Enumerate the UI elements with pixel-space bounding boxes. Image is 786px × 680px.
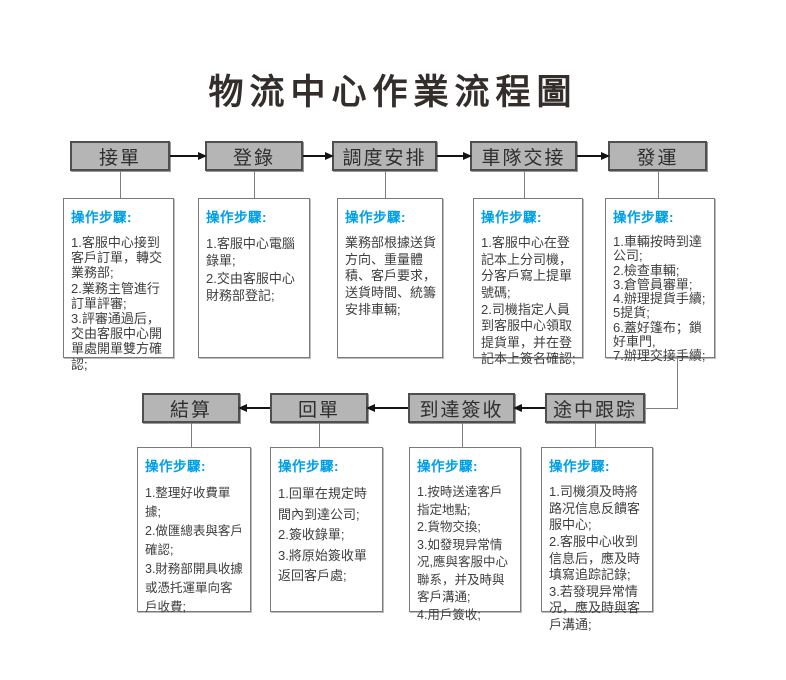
step-item: 1.車輛按時到達公司; bbox=[613, 234, 702, 264]
step-item: 業務部根據送貨方向、重量體積、客戶要求，送貨時間、統籌安排車輛; bbox=[345, 235, 437, 317]
steps-heading: 操作步驟: bbox=[278, 459, 339, 474]
detail-dispatch: 操作步驟: 業務部根據送貨方向、重量體積、客戶要求，送貨時間、統籌安排車輛; bbox=[337, 198, 443, 358]
step-item: 3.倉管員審單; bbox=[613, 276, 693, 292]
step-item: 1.客服中心接到客戶訂單，轉交業務部; bbox=[71, 235, 163, 281]
step-item: 2.貨物交換; bbox=[417, 520, 481, 534]
detail-arrival-sign: 操作步驟: 1.按時送達客戶指定地點; 2.貨物交換; 3.如發現异常情况,應與客服… bbox=[409, 447, 521, 622]
detail-ship: 操作步驟: 1.車輛按時到達公司;2.檢查車輛;3.倉管員審單;4.辦理提貨手續… bbox=[605, 198, 715, 363]
flow-step-receive-order: 接單 bbox=[70, 141, 170, 171]
step-item: 6.蓋好篷布；鎖好車門, bbox=[613, 319, 702, 350]
step-item: 3.將原始簽收單返回客戶處; bbox=[278, 547, 367, 584]
connector-line bbox=[319, 423, 320, 447]
arrow-left-icon bbox=[513, 404, 545, 412]
steps-heading: 操作步驟: bbox=[613, 210, 674, 225]
steps-list: 1.按時送達客戶指定地點; 2.貨物交換; 3.如發現异常情况,應與客服中心聯系，并… bbox=[417, 484, 514, 624]
step-item: 2.簽收錄單; bbox=[278, 527, 345, 543]
step-item: 3.若發現异常情况，應及時與客戶溝通; bbox=[549, 583, 641, 632]
step-item: 1.客服中心在登記本上分司機，分客戶寫上提單號碼; bbox=[481, 235, 573, 300]
step-item: 3.評審通過后，交由客服中心開單處開單雙方確認; bbox=[71, 311, 163, 372]
page-title: 物流中心作業流程圖 bbox=[208, 73, 578, 112]
connector-line bbox=[254, 171, 255, 198]
detail-in-transit-tracking: 操作步驟: 1.司機須及時將路况信息反饋客服中心;2.客服中心收到信息后，應及時… bbox=[541, 447, 653, 632]
detail-return-receipt: 操作步驟: 1.回單在規定時間內到達公司; 2.簽收錄單; 3.將原始簽收單返回客戶… bbox=[270, 447, 383, 612]
step-item: 1.客服中心電腦錄單; bbox=[206, 236, 295, 269]
step-item: 3.財務部開具收據或憑托運單向客戶收費; bbox=[145, 562, 243, 614]
step-item: 2.司機指定人員到客服中心領取提貨單，并在登記本上簽名確認; bbox=[481, 301, 576, 367]
connector-line bbox=[191, 423, 192, 447]
step-item: 2.客服中心收到信息后，應及時填寫追踪記錄; bbox=[549, 533, 641, 583]
flow-step-arrival-sign: 到達簽收 bbox=[408, 393, 515, 423]
step-item: 3.如發現异常情况,應與客服中心聯系，并及時與客戶溝通; bbox=[417, 537, 508, 605]
steps-heading: 操作步驟: bbox=[549, 459, 610, 474]
flow-step-ship: 發運 bbox=[608, 141, 707, 171]
connector-line bbox=[120, 171, 121, 198]
step-item: 4.辦理提貨手續; bbox=[613, 291, 706, 307]
steps-heading: 操作步驟: bbox=[206, 210, 267, 225]
step-item: 2.檢查車輛; bbox=[613, 262, 680, 278]
step-item: 4.用戶簽收; bbox=[417, 607, 481, 622]
connector-line bbox=[385, 171, 386, 198]
step-item: 1.整理好收費單據; bbox=[145, 486, 231, 519]
flow-step-dispatch: 調度安排 bbox=[332, 141, 437, 171]
detail-settlement: 操作步驟: 1.整理好收費單據; 2.做匯總表與客戶確認; 3.財務部開具收據或憑托… bbox=[137, 447, 251, 614]
steps-heading: 操作步驟: bbox=[481, 210, 542, 225]
steps-list: 1.回單在規定時間內到達公司; 2.簽收錄單; 3.將原始簽收單返回客戶處; bbox=[278, 484, 376, 587]
arrow-left-icon bbox=[238, 404, 270, 412]
connector-line bbox=[595, 423, 596, 447]
steps-heading: 操作步驟: bbox=[71, 210, 132, 225]
steps-list: 1.客服中心接到客戶訂單，轉交業務部;2.業務主管進行訂單評審;3.評審通過后，… bbox=[71, 235, 167, 372]
detail-fleet-handover: 操作步驟: 1.客服中心在登記本上分司機，分客戶寫上提單號碼;2.司機指定人員到… bbox=[473, 198, 583, 366]
steps-list: 1.車輛按時到達公司;2.檢查車輛;3.倉管員審單;4.辦理提貨手續;5提貨;6… bbox=[613, 234, 708, 364]
connector-line bbox=[658, 171, 659, 198]
flow-step-settlement: 結算 bbox=[142, 393, 240, 423]
step-item: 1.司機須及時將路况信息反饋客服中心; bbox=[549, 484, 641, 533]
steps-heading: 操作步驟: bbox=[417, 459, 478, 474]
connector-line bbox=[645, 408, 678, 409]
connector-line bbox=[677, 358, 678, 408]
detail-register: 操作步驟: 1.客服中心電腦錄單;2.交由客服中心財務部登記; bbox=[198, 198, 310, 358]
flow-step-fleet-handover: 車隊交接 bbox=[470, 141, 577, 171]
steps-list: 1.客服中心在登記本上分司機，分客戶寫上提單號碼;2.司機指定人員到客服中心領取… bbox=[481, 235, 576, 368]
step-item: 2.業務主管進行訂單評審; bbox=[71, 280, 160, 311]
arrow-right-icon bbox=[577, 152, 610, 160]
steps-list: 業務部根據送貨方向、重量體積、客戶要求，送貨時間、統籌安排車輛; bbox=[345, 235, 436, 318]
steps-heading: 操作步驟: bbox=[145, 459, 206, 474]
steps-heading: 操作步驟: bbox=[345, 210, 406, 225]
steps-list: 1.司機須及時將路况信息反饋客服中心;2.客服中心收到信息后，應及時填寫追踪記錄… bbox=[549, 484, 646, 634]
flow-step-return-receipt: 回單 bbox=[270, 393, 368, 423]
steps-list: 1.整理好收費單據; 2.做匯總表與客戶確認; 3.財務部開具收據或憑托運單向客戶收… bbox=[145, 484, 244, 617]
steps-list: 1.客服中心電腦錄單;2.交由客服中心財務部登記; bbox=[206, 235, 303, 304]
connector-line bbox=[524, 171, 525, 198]
step-item: 1.回單在規定時間內到達公司; bbox=[278, 486, 367, 522]
step-item: 7.辦理交接手續; bbox=[613, 348, 706, 364]
arrow-right-icon bbox=[170, 152, 207, 160]
step-item: 2.做匯總表與客戶確認; bbox=[145, 524, 243, 557]
flow-step-in-transit-tracking: 途中跟踪 bbox=[545, 393, 645, 423]
connector-line bbox=[462, 423, 463, 447]
detail-receive-order: 操作步驟: 1.客服中心接到客戶訂單，轉交業務部;2.業務主管進行訂單評審;3.… bbox=[63, 198, 174, 372]
arrow-right-icon bbox=[437, 152, 472, 160]
arrow-right-icon bbox=[303, 152, 334, 160]
step-item: 1.按時送達客戶指定地點; bbox=[417, 485, 503, 517]
step-item: 5提貨; bbox=[613, 305, 650, 321]
arrow-left-icon bbox=[366, 404, 408, 412]
step-item: 2.交由客服中心財務部登記; bbox=[206, 270, 295, 303]
flow-step-register: 登錄 bbox=[205, 141, 303, 171]
